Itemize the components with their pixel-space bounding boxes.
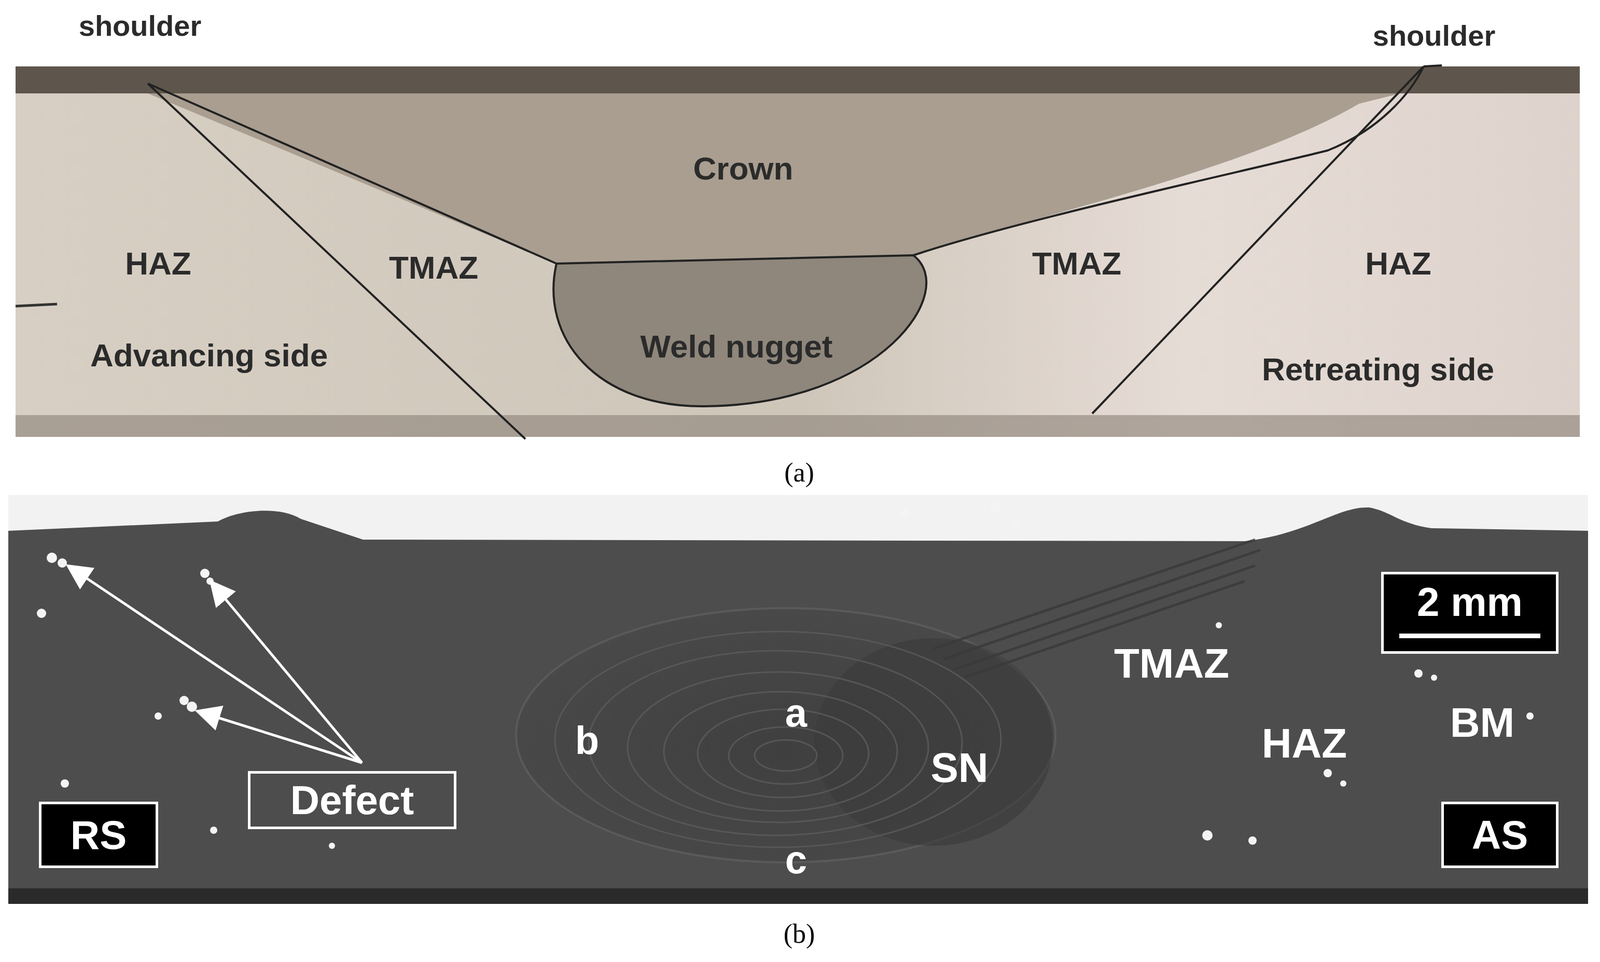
side-tag: RS xyxy=(38,801,159,868)
region-label: Advancing side xyxy=(90,339,328,372)
region-label: TMAZ xyxy=(388,251,479,284)
scale-bar xyxy=(1399,633,1541,638)
weld-nugget: Weld nugget xyxy=(539,248,934,413)
box-label: AS xyxy=(1471,814,1528,855)
box-label: 2 mm xyxy=(1416,581,1523,622)
box-label: RS xyxy=(70,814,127,855)
panel-b xyxy=(8,494,1589,904)
region-label: SN xyxy=(930,746,989,789)
region-label: Crown xyxy=(693,152,794,185)
region-label: shoulder xyxy=(1372,21,1496,51)
region-label: shoulder xyxy=(78,11,202,41)
side-tag: AS xyxy=(1441,801,1559,868)
region-label: b xyxy=(575,720,600,760)
defect-spots xyxy=(36,502,1552,849)
region-label: a xyxy=(785,692,808,733)
region-label: HAZ xyxy=(1261,722,1347,764)
defect-leaders xyxy=(70,566,363,763)
region-label: (b) xyxy=(783,920,816,948)
region-label: Retreating side xyxy=(1261,353,1495,386)
panel-a xyxy=(15,65,1580,439)
box-label: Defect xyxy=(290,779,414,820)
region-label: (a) xyxy=(784,458,815,486)
region-label: HAZ xyxy=(124,247,191,280)
scale-bar-box: 2 mm xyxy=(1381,571,1559,654)
region-label: TMAZ xyxy=(1032,247,1122,280)
region-label: c xyxy=(785,839,808,880)
region-label: TMAZ xyxy=(1114,642,1230,685)
region-label: HAZ xyxy=(1365,247,1431,280)
callout-box: Defect xyxy=(247,770,457,829)
region-label: Weld nugget xyxy=(640,330,833,363)
region-label: BM xyxy=(1450,701,1515,744)
